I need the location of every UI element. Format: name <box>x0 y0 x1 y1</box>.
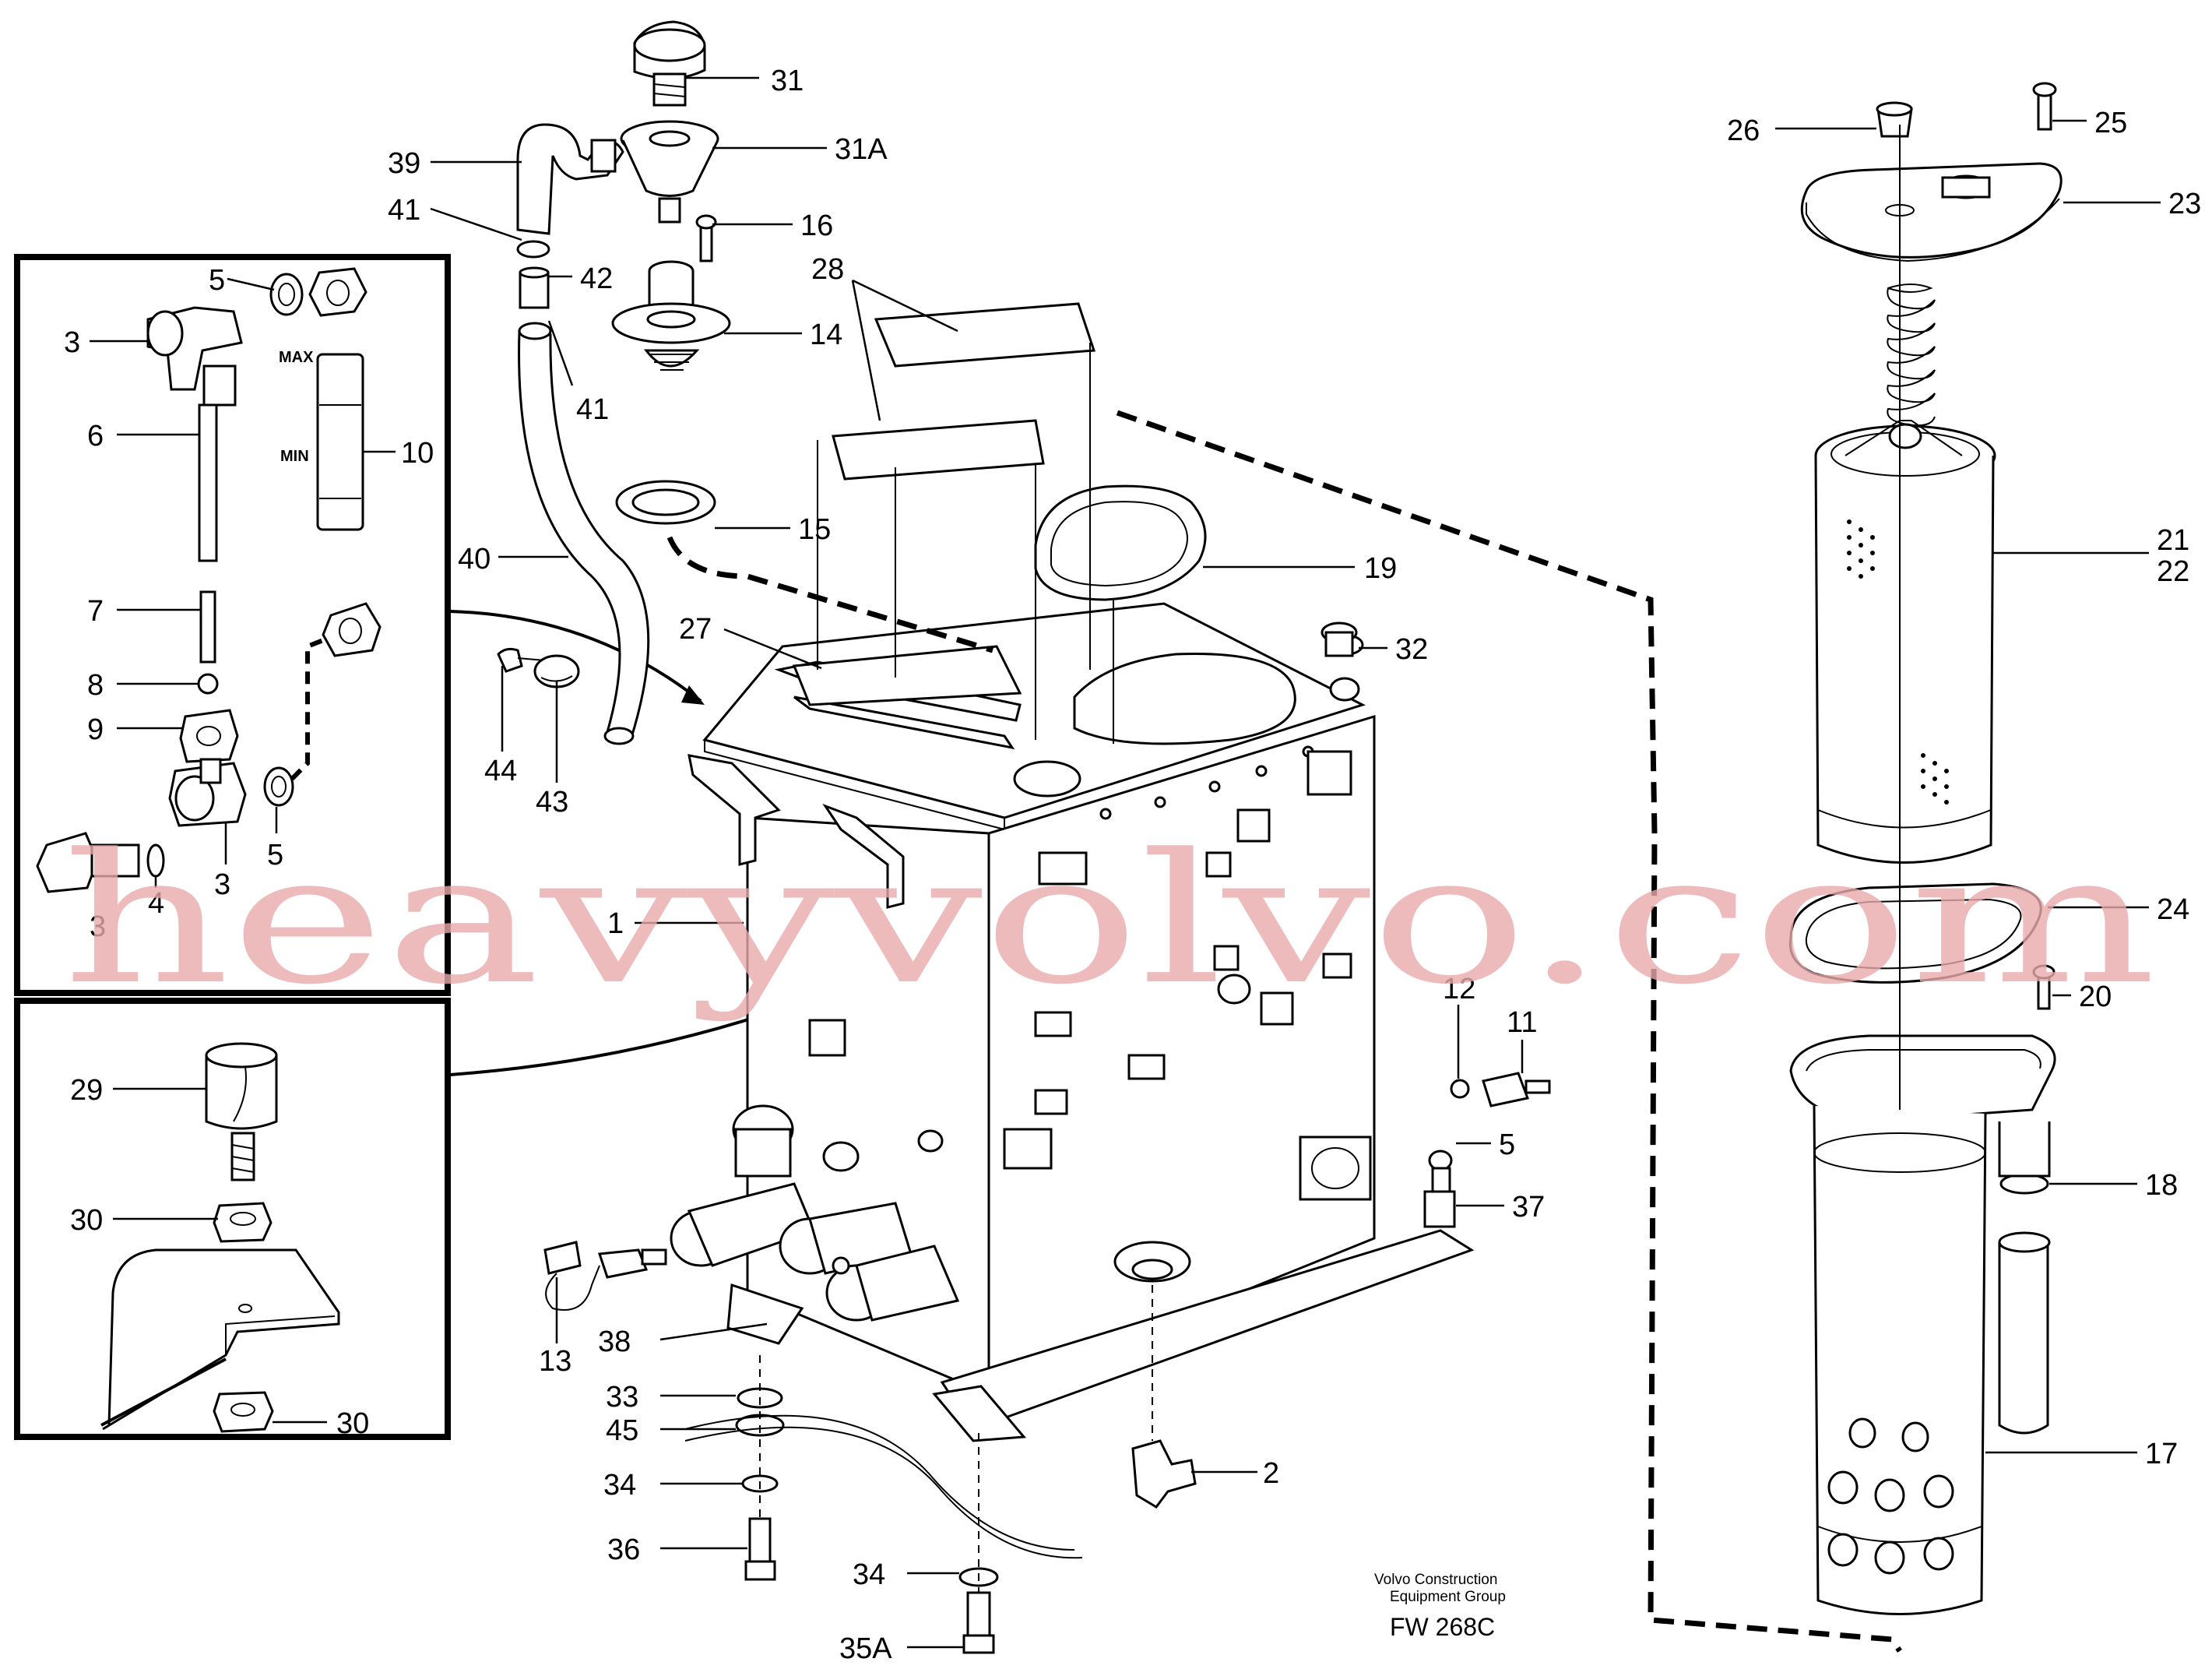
callout-label: 7 <box>87 595 104 628</box>
footer-company: Volvo Construction <box>1374 1572 1497 1588</box>
callout-label: 5 <box>209 264 225 297</box>
callout-label: 2 <box>1263 1457 1279 1490</box>
callout-label: 34 <box>853 1558 885 1591</box>
callout-label: 10 <box>401 437 434 470</box>
callout-label: 25 <box>2094 107 2127 139</box>
gauge-min-label: MIN <box>280 448 309 465</box>
callout-label: 35A <box>839 1632 892 1665</box>
callout-label: 27 <box>679 613 712 646</box>
callout-label: 31 <box>771 65 804 97</box>
callout-label: 14 <box>810 319 842 351</box>
callout-label: 17 <box>2145 1438 2178 1470</box>
callout-label: 15 <box>798 513 831 546</box>
callout-label: 22 <box>2157 555 2189 588</box>
callout-label: 30 <box>70 1204 103 1237</box>
callout-label: 23 <box>2168 188 2201 220</box>
callout-label: 28 <box>811 253 844 286</box>
callout-label: 11 <box>1507 1006 1537 1039</box>
callout-label: 3 <box>64 326 80 359</box>
footer: Volvo Construction Equipment Group FW 26… <box>1374 1572 1506 1641</box>
callout-label: 32 <box>1395 633 1428 666</box>
callout-label: 43 <box>536 786 568 819</box>
callout-labels: 31 31A 39 41 16 42 28 14 41 15 40 19 27 … <box>64 65 2201 1665</box>
callout-label: 3 <box>214 868 230 901</box>
callout-label: 38 <box>598 1326 631 1358</box>
callout-label: 5 <box>267 839 283 871</box>
callout-label: 13 <box>539 1345 571 1378</box>
callout-label: 5 <box>1499 1128 1515 1161</box>
callout-label: 4 <box>148 887 164 920</box>
callout-label: 29 <box>70 1074 103 1107</box>
inset-breather <box>14 998 451 1440</box>
callout-label: 8 <box>87 669 104 702</box>
callout-label: 31A <box>835 133 888 166</box>
callout-label: 19 <box>1364 552 1397 585</box>
inset-level-gauge: MAX MIN <box>14 254 451 996</box>
callout-label: 1 <box>607 907 624 940</box>
footer-division: Equipment Group <box>1390 1589 1506 1605</box>
callout-label: 42 <box>580 262 613 295</box>
callout-label: 9 <box>87 713 104 746</box>
callout-label: 24 <box>2157 893 2189 926</box>
callout-label: 41 <box>388 194 420 227</box>
callout-label: 45 <box>606 1414 638 1447</box>
callout-label: 18 <box>2145 1169 2178 1202</box>
callout-label: 3 <box>90 910 106 943</box>
callout-label: 16 <box>800 210 833 242</box>
gauge-max-label: MAX <box>279 349 314 366</box>
callout-label: 20 <box>2079 981 2112 1013</box>
callout-label: 41 <box>576 393 609 426</box>
callout-label: 21 <box>2157 524 2189 557</box>
callout-label: 40 <box>458 543 491 576</box>
callout-label: 37 <box>1512 1191 1545 1224</box>
callout-label: 12 <box>1443 973 1475 1005</box>
return-filter <box>1788 82 2063 1615</box>
callout-label: 44 <box>484 755 517 787</box>
callout-label: 36 <box>607 1533 640 1566</box>
hydraulic-tank <box>543 602 1551 1654</box>
pipe-fittings <box>670 1104 960 1345</box>
callout-label: 6 <box>87 420 104 452</box>
callout-label: 34 <box>603 1469 636 1502</box>
callout-label: 26 <box>1727 114 1760 147</box>
callout-label: 39 <box>388 147 420 180</box>
callout-label: 30 <box>336 1407 369 1440</box>
callout-label: 33 <box>606 1381 638 1414</box>
watermark: heavyvolvo.com <box>62 816 2157 1024</box>
leader-lines <box>90 76 2161 1649</box>
drawing-code: FW 268C <box>1390 1613 1495 1641</box>
filler-assembly <box>497 20 1207 745</box>
